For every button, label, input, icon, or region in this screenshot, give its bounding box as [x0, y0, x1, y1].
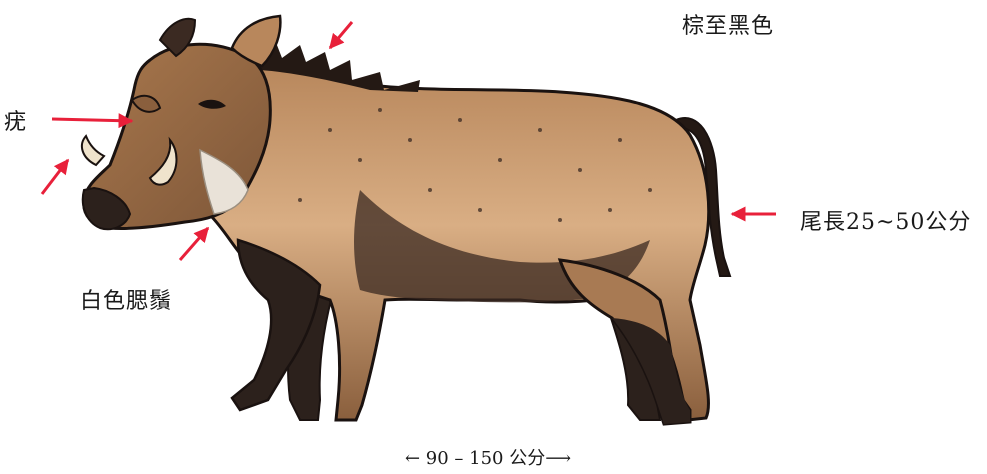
arrow-wart — [52, 119, 132, 121]
arrow-coat-color — [330, 22, 352, 48]
wart-label: 疣 — [4, 104, 27, 136]
tail-length-label: 尾長25~50公分 — [800, 204, 971, 236]
body-length-label: ← 90 – 150 公分⟶ — [405, 444, 571, 470]
beard-label: 白色腮鬚 — [80, 283, 172, 315]
upper-tusk — [82, 136, 104, 165]
arrow-tusk — [42, 160, 68, 194]
coat-color-label: 棕至黑色 — [682, 8, 774, 40]
arrow-beard — [180, 228, 208, 260]
